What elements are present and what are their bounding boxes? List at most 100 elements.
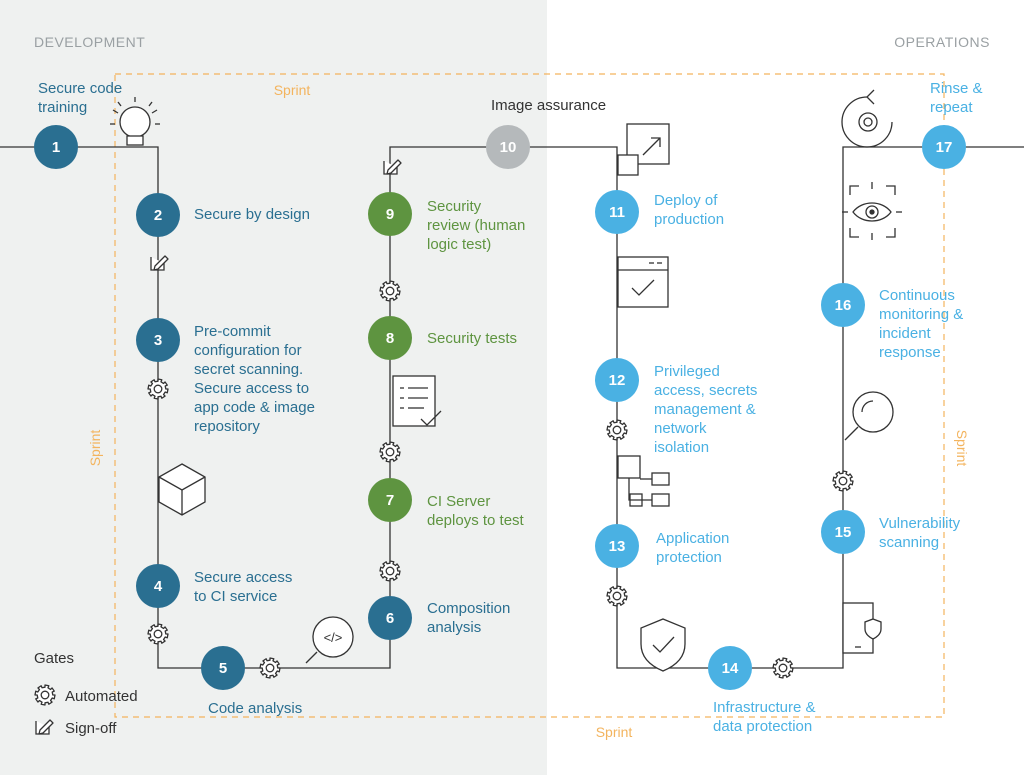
step-number: 6: [386, 610, 394, 627]
development-background: [0, 0, 547, 775]
step-number: 17: [936, 139, 953, 156]
legend-edit-icon: [35, 719, 54, 735]
step-number: 3: [154, 332, 162, 349]
network-icon: [617, 455, 670, 507]
sprint-label-right: Sprint: [954, 430, 970, 467]
legend-automated: Automated: [65, 688, 138, 705]
step-circle: [136, 318, 180, 362]
step-number: 2: [154, 207, 162, 224]
legend-gear-icon: [34, 684, 56, 706]
step-10: 10: [486, 125, 530, 169]
gear-icons: [147, 280, 854, 679]
edit-icon: [383, 159, 402, 175]
step-circle: [368, 316, 412, 360]
step-number: 16: [835, 297, 852, 314]
svg-text:</>: </>: [324, 630, 343, 645]
step-17: 17 Rinse &repeat: [922, 80, 983, 169]
step-number: 10: [500, 139, 517, 156]
legend: Gates Automated Sign-off: [34, 650, 138, 737]
operations-header: OPERATIONS: [894, 34, 990, 50]
step-label: Security tests: [427, 330, 517, 347]
step-circle: [368, 478, 412, 522]
step-label: Rinse &repeat: [930, 80, 983, 116]
step-circle: [368, 596, 412, 640]
step-number: 9: [386, 206, 394, 223]
deploy-icon: [617, 123, 670, 176]
gear-icon: [379, 560, 401, 582]
step-circle: [136, 564, 180, 608]
code-icon: </>: [305, 616, 354, 664]
sprint-boundary: [114, 73, 945, 718]
image-assurance-label: Image assurance: [491, 97, 606, 114]
gear-icon: [147, 378, 169, 400]
step-circle: [595, 358, 639, 402]
gear-icon: [34, 684, 56, 706]
magnifier-icon: [844, 391, 894, 441]
step-circle: [595, 524, 639, 568]
sprint-label-top: Sprint: [274, 82, 311, 98]
step-label: Infrastructure &data protection: [713, 699, 816, 735]
step-number: 12: [609, 372, 626, 389]
step-circle: [136, 193, 180, 237]
edit-icon: [35, 719, 54, 735]
edit-icons: [150, 159, 402, 271]
cube-icon: [158, 463, 206, 516]
step-number: 8: [386, 330, 394, 347]
step-circle: [922, 125, 966, 169]
shield-icon: [640, 618, 686, 672]
step-8: 8 Security tests: [368, 316, 517, 360]
step-number: 15: [835, 524, 852, 541]
edit-icon: [150, 255, 169, 271]
gear-icon: [379, 280, 401, 302]
step-circle: [708, 646, 752, 690]
step-number: 1: [52, 139, 60, 156]
step-label: Code analysis: [208, 700, 302, 717]
step-number: 7: [386, 492, 394, 509]
step-number: 13: [609, 538, 626, 555]
step-circle: [201, 646, 245, 690]
lightbulb-icon: [110, 97, 160, 146]
cycle-gear-icon: [841, 89, 893, 148]
approval-window-icon: [617, 256, 669, 308]
step-number: 5: [219, 660, 227, 677]
server-shield-icon: [842, 602, 882, 654]
step-circle: [821, 283, 865, 327]
legend-signoff: Sign-off: [65, 720, 117, 737]
gear-icon: [832, 470, 854, 492]
gear-icon: [259, 657, 281, 679]
step-circle: [368, 192, 412, 236]
step-number: 4: [154, 578, 163, 595]
gear-icon: [379, 441, 401, 463]
legend-title: Gates: [34, 650, 74, 667]
checklist-icon: [392, 375, 442, 427]
gear-icon: [147, 623, 169, 645]
gear-icon: [772, 657, 794, 679]
sprint-label-bottom: Sprint: [596, 724, 633, 740]
step-circle: [34, 125, 78, 169]
